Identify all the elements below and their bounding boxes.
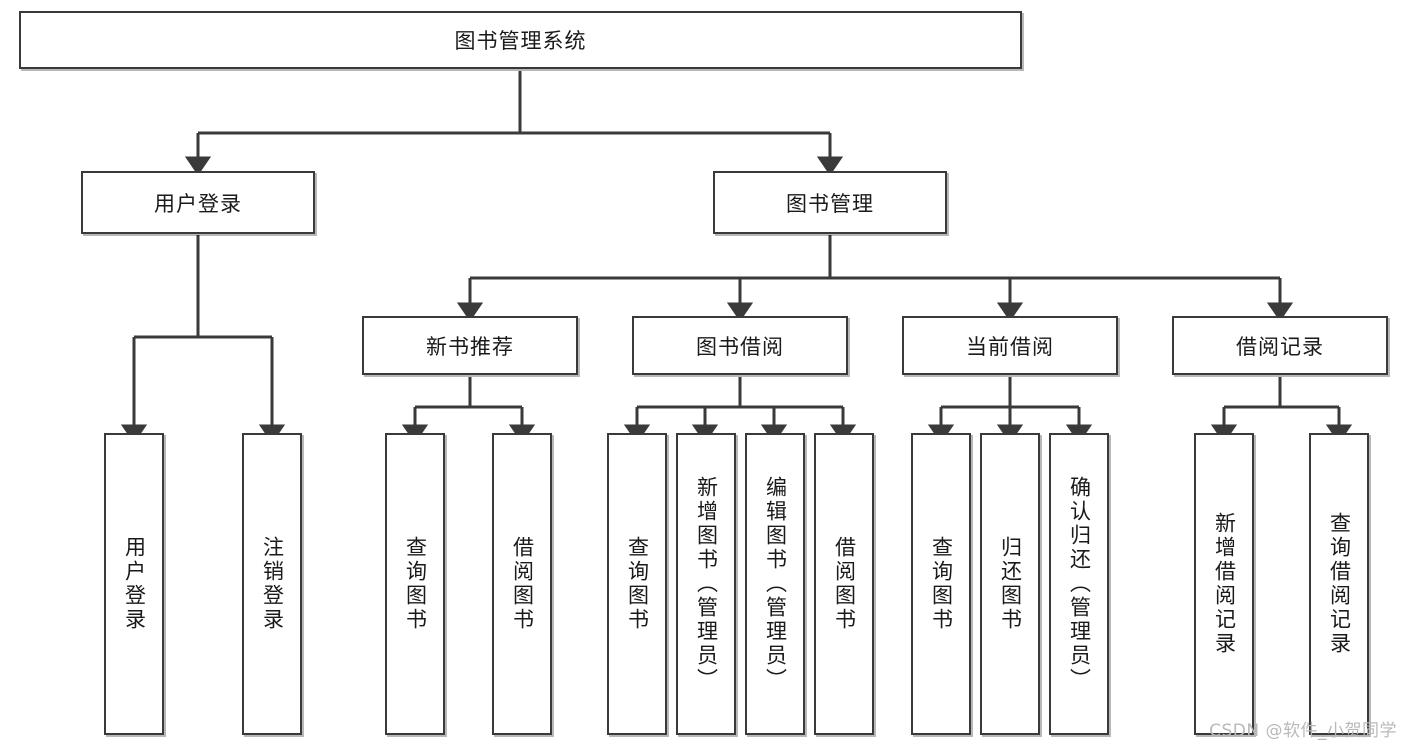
leaf-add-book-label: 新增图书（管理员） (694, 476, 719, 692)
node-new-book-recommend-label: 新书推荐 (426, 334, 514, 359)
node-borrow-record-label: 借阅记录 (1236, 334, 1324, 359)
leaf-query-record[interactable]: 查询借阅记录 (1309, 433, 1369, 735)
leaf-borrow-book-2[interactable]: 借阅图书 (814, 433, 874, 735)
node-user-login[interactable]: 用户登录 (81, 171, 315, 234)
leaf-add-book[interactable]: 新增图书（管理员） (676, 433, 736, 735)
leaf-edit-book[interactable]: 编辑图书（管理员） (745, 433, 805, 735)
leaf-borrow-book-1[interactable]: 借阅图书 (492, 433, 552, 735)
leaf-user-login-label: 用户登录 (122, 536, 147, 632)
node-book-borrow-label: 图书借阅 (696, 334, 784, 359)
leaf-confirm-return[interactable]: 确认归还（管理员） (1049, 433, 1109, 735)
node-root[interactable]: 图书管理系统 (19, 11, 1022, 69)
leaf-return-book[interactable]: 归还图书 (980, 433, 1040, 735)
node-book-manage-label: 图书管理 (786, 191, 874, 216)
leaf-query-book-2-label: 查询图书 (625, 536, 650, 632)
leaf-query-record-label: 查询借阅记录 (1327, 512, 1352, 656)
leaf-query-book-3[interactable]: 查询图书 (911, 433, 971, 735)
node-root-label: 图书管理系统 (454, 29, 587, 53)
leaf-user-logout-label: 注销登录 (260, 536, 285, 632)
leaf-add-record-label: 新增借阅记录 (1212, 512, 1237, 656)
leaf-confirm-return-label: 确认归还（管理员） (1067, 476, 1092, 692)
watermark-text: CSDN @软件_小贺同学 (1209, 721, 1397, 741)
node-current-borrow-label: 当前借阅 (966, 334, 1054, 359)
leaf-return-book-label: 归还图书 (998, 536, 1023, 632)
leaf-query-book-3-label: 查询图书 (929, 536, 954, 632)
node-new-book-recommend[interactable]: 新书推荐 (362, 316, 578, 375)
node-current-borrow[interactable]: 当前借阅 (902, 316, 1118, 375)
leaf-user-logout[interactable]: 注销登录 (242, 433, 302, 735)
node-book-borrow[interactable]: 图书借阅 (632, 316, 848, 375)
leaf-query-book-2[interactable]: 查询图书 (607, 433, 667, 735)
leaf-query-book-1-label: 查询图书 (403, 536, 428, 632)
node-user-login-label: 用户登录 (154, 191, 242, 216)
node-borrow-record[interactable]: 借阅记录 (1172, 316, 1388, 375)
leaf-borrow-book-2-label: 借阅图书 (832, 536, 857, 632)
leaf-query-book-1[interactable]: 查询图书 (385, 433, 445, 735)
node-book-manage[interactable]: 图书管理 (713, 171, 947, 234)
leaf-add-record[interactable]: 新增借阅记录 (1194, 433, 1254, 735)
leaf-borrow-book-1-label: 借阅图书 (510, 536, 535, 632)
leaf-user-login[interactable]: 用户登录 (104, 433, 164, 735)
leaf-edit-book-label: 编辑图书（管理员） (763, 476, 788, 692)
